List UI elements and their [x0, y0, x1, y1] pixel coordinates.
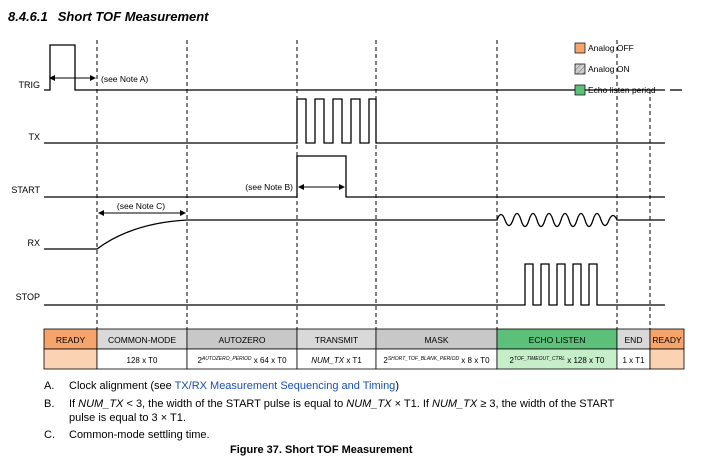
stop-label: STOP	[16, 292, 40, 302]
section-title: 8.4.6.1 Short TOF Measurement	[8, 9, 209, 24]
start-label: START	[11, 185, 40, 195]
phase-name-common-mode: COMMON-MODE	[108, 335, 176, 345]
legend-swatch-echo-listen	[574, 84, 586, 96]
note-c: C.Common-mode settling time.	[44, 429, 210, 441]
section-number: 8.4.6.1	[8, 9, 48, 24]
phase-duration-mask: 2SHORT_TOF_BLANK_PERIOD x 8 x T0	[383, 356, 490, 365]
legend-label-echo-listen: Echo listen period	[588, 85, 656, 95]
phase-name-transmit: TRANSMIT	[315, 335, 358, 345]
phase-duration-echo-listen: 2TOF_TIMEOUT_CTRL x 128 x T0	[510, 356, 605, 365]
start-waveform	[44, 155, 665, 198]
phase-table: READY COMMON-MODE 128 x T0 AUTOZERO 2AUTOZER…	[43, 328, 685, 370]
legend: Analog OFF Analog ON Echo listen period	[574, 42, 656, 96]
note-c-label: (see Note C)	[117, 201, 165, 211]
phase-name-ready: READY	[652, 335, 682, 345]
legend-label-analog-on: Analog ON	[588, 64, 630, 74]
legend-swatch-analog-on	[574, 63, 586, 75]
note-b-continued: pulse is equal to 3 × T1.	[69, 412, 186, 424]
duration-cell-ready	[649, 348, 685, 370]
duration-cell-ready	[43, 348, 98, 370]
phase-duration-autozero: 2AUTOZERO_PERIOD x 64 x T0	[197, 356, 287, 365]
note-b-label: (see Note B)	[245, 182, 293, 192]
tx-waveform	[44, 98, 665, 144]
phase-duration-end: 1 x T1	[622, 356, 645, 365]
tx-label: TX	[28, 132, 40, 142]
note-a: A.Clock alignment (see TX/RX Measurement…	[44, 380, 399, 392]
rx-label: RX	[27, 238, 40, 248]
rx-waveform	[44, 212, 665, 250]
phase-name-autozero: AUTOZERO	[218, 335, 265, 345]
phase-name-ready: READY	[56, 335, 86, 345]
figure-caption: Figure 37. Short TOF Measurement	[230, 444, 413, 456]
phase-duration-common-mode: 128 x T0	[127, 356, 159, 365]
trig-label: TRIG	[19, 80, 41, 90]
stop-waveform	[44, 263, 665, 306]
phase-boundaries	[96, 40, 651, 329]
phase-name-echo-listen: ECHO LISTEN	[529, 335, 586, 345]
legend-swatch-analog-off	[574, 42, 586, 54]
note-a-label: (see Note A)	[101, 74, 148, 84]
phase-duration-transmit: NUM_TX x T1	[311, 356, 362, 365]
phase-name-mask: MASK	[424, 335, 448, 345]
phase-name-end: END	[625, 335, 643, 345]
trig-waveform	[44, 44, 665, 91]
note-a-link[interactable]: TX/RX Measurement Sequencing and Timing	[174, 380, 396, 392]
section-name: Short TOF Measurement	[57, 9, 209, 24]
note-b: B.If NUM_TX < 3, the width of the START …	[44, 398, 615, 410]
legend-label-analog-off: Analog OFF	[588, 43, 634, 53]
